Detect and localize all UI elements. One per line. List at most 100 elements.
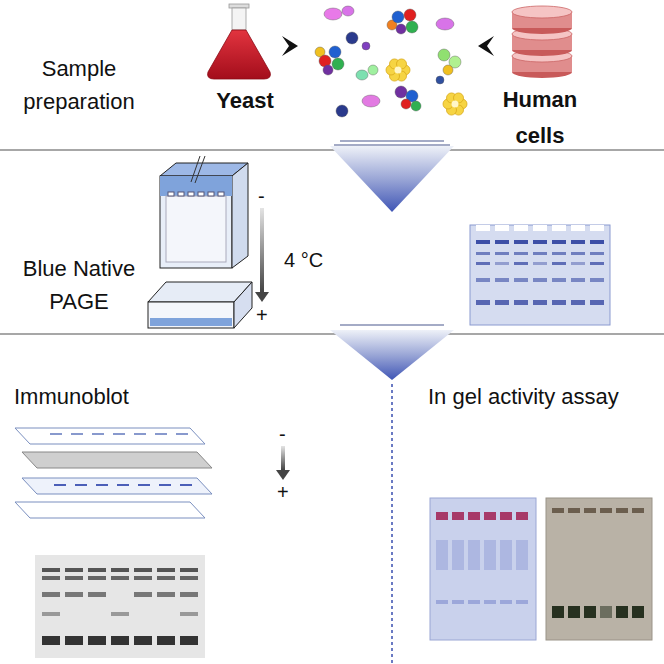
funnel-arrow <box>330 146 454 212</box>
protein-complex-part <box>411 101 421 111</box>
gel-band-part <box>571 300 585 305</box>
transfer-stack-part <box>22 478 212 494</box>
electrode-arrow-part <box>255 292 269 302</box>
method-title: In gel activity assay <box>428 380 660 413</box>
gel-well-part <box>168 192 174 196</box>
activity-band <box>436 508 644 618</box>
activity-band-part <box>484 540 496 570</box>
activity-band-part <box>452 600 464 604</box>
protein-complex-part <box>324 8 342 20</box>
chevron-arrow-part <box>282 36 298 56</box>
activity-band-part <box>552 508 564 513</box>
organism-name: Yeast <box>195 84 295 117</box>
organism-label: Yeast <box>195 84 295 121</box>
transfer-band-part <box>159 484 171 486</box>
chevron-arrow-part <box>478 36 494 56</box>
blot-band-part <box>180 612 198 616</box>
stage-band: Blue Native PAGE <box>0 212 664 330</box>
gel-band-part <box>571 278 585 282</box>
blot-band-part <box>111 576 129 580</box>
transfer-band-part <box>71 433 83 435</box>
protein-complex-part <box>329 46 341 58</box>
electrophoresis-tank <box>148 156 252 328</box>
activity-band-part <box>516 540 528 570</box>
activity-band-part <box>452 540 464 570</box>
electrophoresis-tank-part <box>234 282 252 328</box>
activity-band-part <box>584 508 596 513</box>
transfer-band-part <box>96 484 108 486</box>
gel-well-part <box>178 192 184 196</box>
transfer-stack-part <box>15 502 205 518</box>
funnel-arrow <box>330 330 392 380</box>
electrophoresis-tank-part <box>195 156 205 183</box>
stage-title: Blue Native PAGE <box>4 252 154 318</box>
activity-band-part <box>484 512 496 520</box>
stage-title: Sample preparation <box>4 52 154 118</box>
activity-band-part <box>516 512 528 520</box>
protein-complex-part <box>346 32 358 44</box>
protein-complex-part <box>323 65 333 75</box>
electrode-arrow-part <box>276 470 290 480</box>
transfer-stack-part <box>22 452 212 468</box>
label-holder: + <box>277 480 289 504</box>
activity-band-part <box>468 512 480 520</box>
gel-band-part <box>571 240 585 244</box>
protein-complex-part <box>332 58 344 70</box>
protein-complex-part <box>404 9 416 21</box>
panel-divider-part <box>391 384 393 664</box>
blot-band-part <box>157 568 175 572</box>
blot-band <box>42 568 198 645</box>
gel-band-part <box>571 262 585 265</box>
blot-band-part <box>134 568 152 572</box>
culture-dish-stack <box>512 6 572 78</box>
transfer-stack-part <box>15 428 205 444</box>
blot-band-part <box>180 636 198 645</box>
gel-band-part <box>514 278 528 282</box>
electrode-arrow-part <box>260 208 264 292</box>
gel-band-part <box>476 278 490 282</box>
label-holder: - <box>279 422 286 446</box>
protein-complex-part <box>342 6 354 16</box>
gel-band-part <box>571 252 585 255</box>
blot-band-part <box>111 568 129 572</box>
organism-name: Human cells <box>495 82 585 154</box>
flask-icon-part <box>229 4 249 8</box>
gel-band-part <box>533 262 547 265</box>
activity-band-part <box>436 512 448 520</box>
gel-band-part <box>495 240 509 244</box>
blot-band-part <box>42 636 60 645</box>
gel-band-part <box>590 262 604 265</box>
section-divider <box>0 141 664 334</box>
protein-complex-part <box>395 67 402 74</box>
transfer-band-part <box>92 433 104 435</box>
section-divider-part <box>0 333 664 335</box>
electrode-sign: - <box>279 422 286 446</box>
transfer-band-part <box>113 433 125 435</box>
temperature-label: 4 °C <box>284 248 323 272</box>
gel-band-part <box>590 252 604 255</box>
gel-band-part <box>533 300 547 305</box>
activity-band-part <box>600 508 612 513</box>
transfer-band-part <box>138 484 150 486</box>
activity-band-part <box>616 606 628 618</box>
protein-complex-part <box>392 11 404 23</box>
protein-complex-part <box>362 42 370 50</box>
funnel-arrow <box>392 330 454 380</box>
transfer-band-part <box>155 433 167 435</box>
gel-band-part <box>590 278 604 282</box>
transfer-band-part <box>176 433 188 435</box>
protein-complex-part <box>395 86 407 98</box>
gel-band-part <box>533 225 547 231</box>
section-divider-part <box>0 149 664 151</box>
activity-band-part <box>568 606 580 618</box>
gel-band-part <box>476 252 490 255</box>
electrode-sign: + <box>256 303 268 327</box>
protein-complex-part <box>436 76 444 84</box>
organism-label: Human cells <box>480 82 600 158</box>
panel-divider <box>392 384 393 664</box>
section-divider-part <box>340 324 444 326</box>
activity-band-part <box>516 600 528 604</box>
native-gel-image <box>470 225 610 325</box>
label-holder: + <box>256 303 268 327</box>
